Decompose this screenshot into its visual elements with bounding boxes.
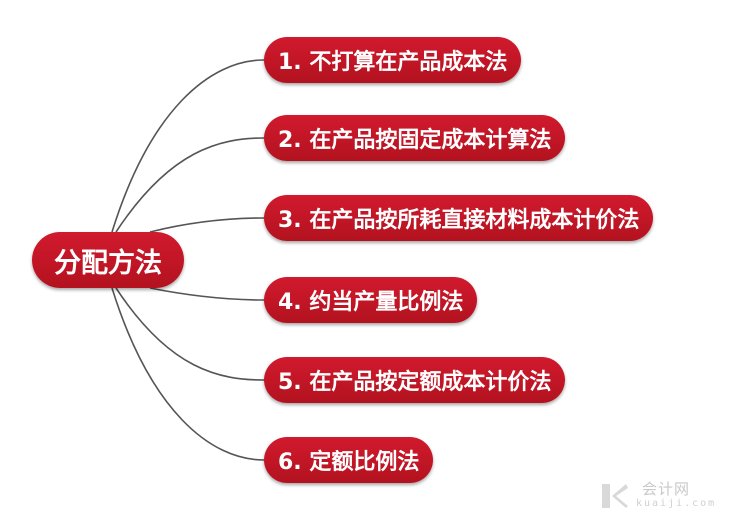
method-node-1: 1. 不打算在产品成本法: [264, 37, 522, 83]
connector-line-4: [149, 287, 265, 301]
method-node-3: 3. 在产品按所耗直接材料成本计价法: [264, 195, 654, 241]
method-node-2: 2. 在产品按固定成本计算法: [264, 115, 566, 161]
watermark-site-cn: 会计网: [642, 480, 691, 498]
method-node-4: 4. 约当产量比例法: [264, 277, 478, 323]
method-node-label: 1. 不打算在产品成本法: [278, 50, 508, 75]
method-node-label: 6. 定额比例法: [278, 450, 420, 475]
connector-line-6: [111, 287, 265, 461]
connector-line-1: [111, 59, 265, 233]
connector-line-5: [115, 287, 265, 381]
method-node-label: 4. 约当产量比例法: [278, 290, 464, 315]
root-node-label: 分配方法: [54, 247, 162, 279]
method-node-5: 5. 在产品按定额成本计价法: [264, 357, 566, 403]
connector-line-2: [115, 137, 265, 233]
connector-line-3: [149, 217, 265, 233]
method-node-6: 6. 定额比例法: [264, 437, 434, 483]
watermark-site-en: kuaiji.com: [636, 498, 717, 509]
root-node: 分配方法: [32, 232, 184, 288]
watermark-logo-icon: [602, 484, 628, 508]
method-node-label: 3. 在产品按所耗直接材料成本计价法: [278, 208, 640, 233]
watermark: 会计网 kuaiji.com: [600, 478, 730, 514]
method-node-label: 2. 在产品按固定成本计算法: [278, 128, 552, 153]
method-node-label: 5. 在产品按定额成本计价法: [278, 370, 552, 395]
